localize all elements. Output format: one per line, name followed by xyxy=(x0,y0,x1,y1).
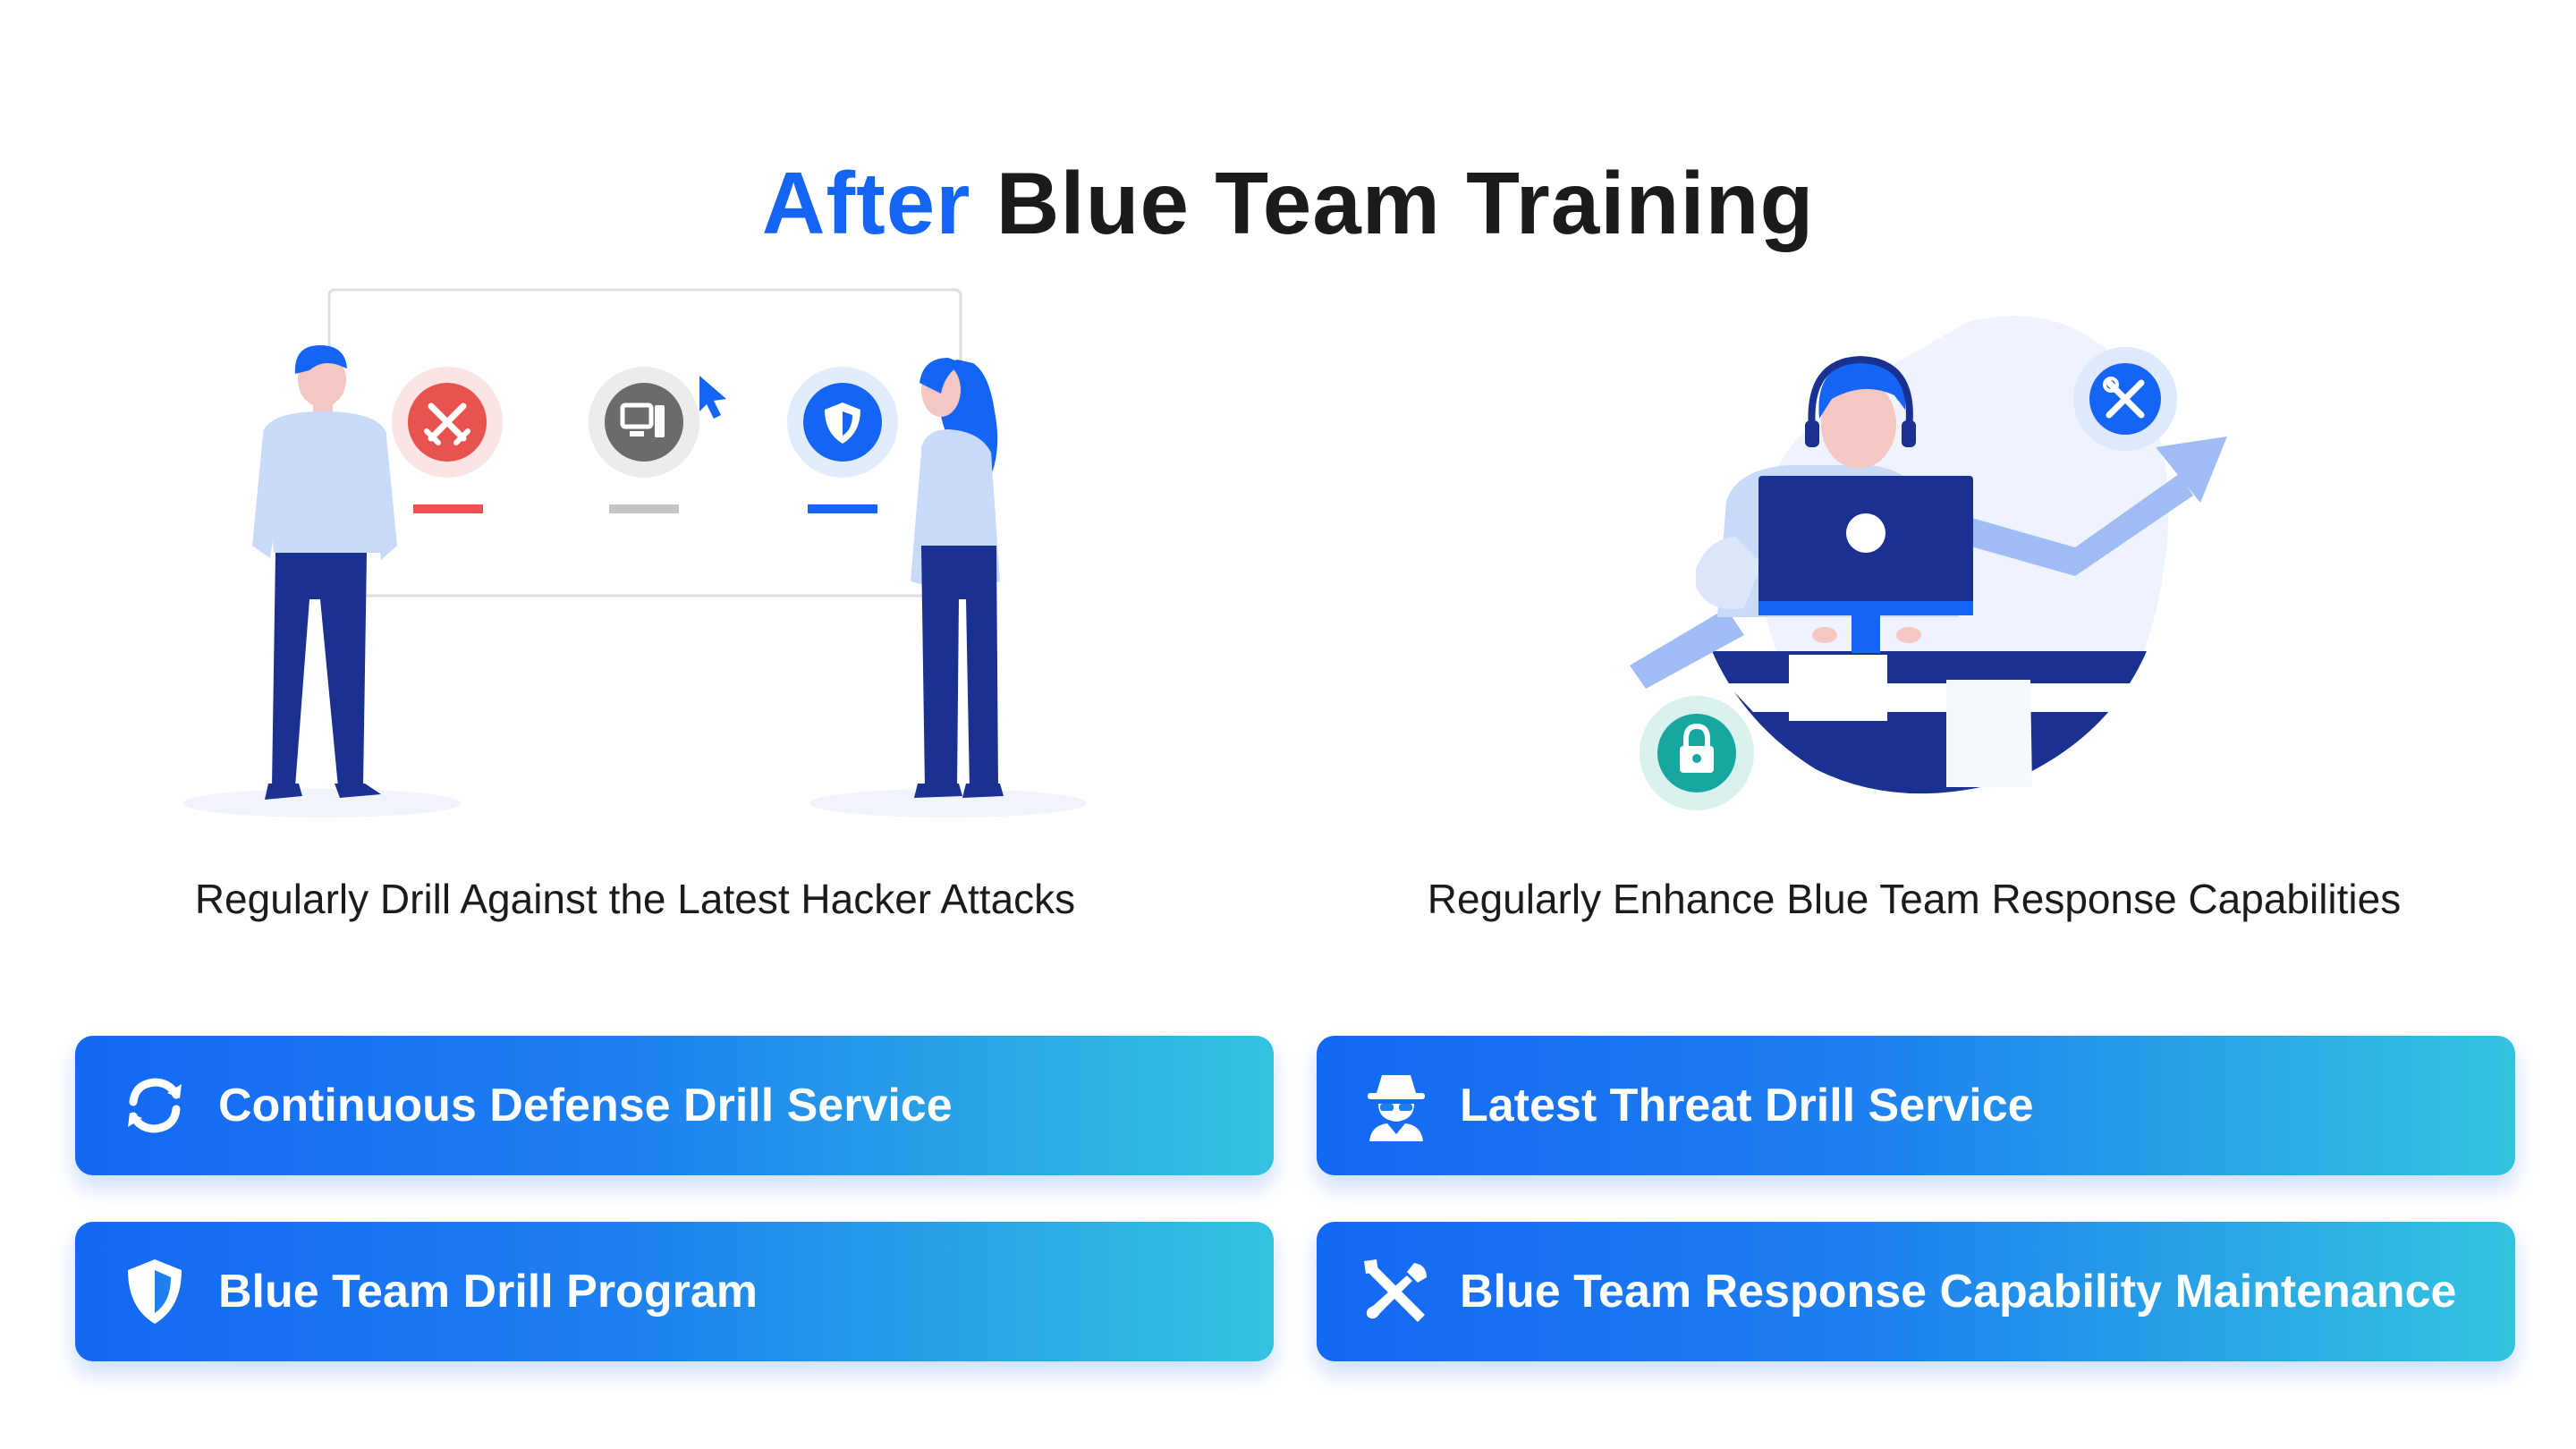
headset-icon xyxy=(1805,355,1916,447)
tools-icon xyxy=(1364,1259,1427,1322)
man-figure xyxy=(252,345,397,800)
cursor-icon xyxy=(699,376,726,419)
caption-right: Regularly Enhance Blue Team Response Cap… xyxy=(1427,876,2402,922)
title-main: Blue Team Training xyxy=(996,153,1815,252)
spy-icon xyxy=(1368,1075,1425,1141)
latest-threat-drill-card[interactable]: Latest Threat Drill Service xyxy=(1317,1036,2515,1175)
computer-icon xyxy=(589,367,699,478)
card-label: Blue Team Drill Program xyxy=(218,1266,758,1318)
card-label: Blue Team Response Capability Maintenanc… xyxy=(1460,1266,2457,1318)
page-title: After Blue Team Training xyxy=(0,153,2576,254)
woman-figure xyxy=(911,358,1004,798)
sync-icon xyxy=(128,1078,182,1133)
response-capability-maintenance-card[interactable]: Blue Team Response Capability Maintenanc… xyxy=(1317,1222,2515,1361)
response-illustration xyxy=(1630,315,2227,810)
continuous-defense-drill-card[interactable]: Continuous Defense Drill Service xyxy=(75,1036,1274,1175)
defense-shield-icon xyxy=(787,367,898,478)
attack-swords-icon xyxy=(392,367,503,478)
card-label: Continuous Defense Drill Service xyxy=(218,1080,953,1131)
lock-badge-icon xyxy=(1640,696,1754,810)
card-label: Latest Threat Drill Service xyxy=(1460,1080,2034,1131)
title-accent: After xyxy=(761,153,971,252)
tools-badge-icon xyxy=(2073,347,2177,451)
shield-icon xyxy=(128,1259,182,1324)
growth-arrow-icon xyxy=(1630,608,1744,689)
laptop-icon xyxy=(1758,476,1973,653)
caption-left: Regularly Drill Against the Latest Hacke… xyxy=(194,876,1076,922)
drill-illustration xyxy=(183,288,1087,818)
blue-team-drill-program-card[interactable]: Blue Team Drill Program xyxy=(75,1222,1274,1361)
